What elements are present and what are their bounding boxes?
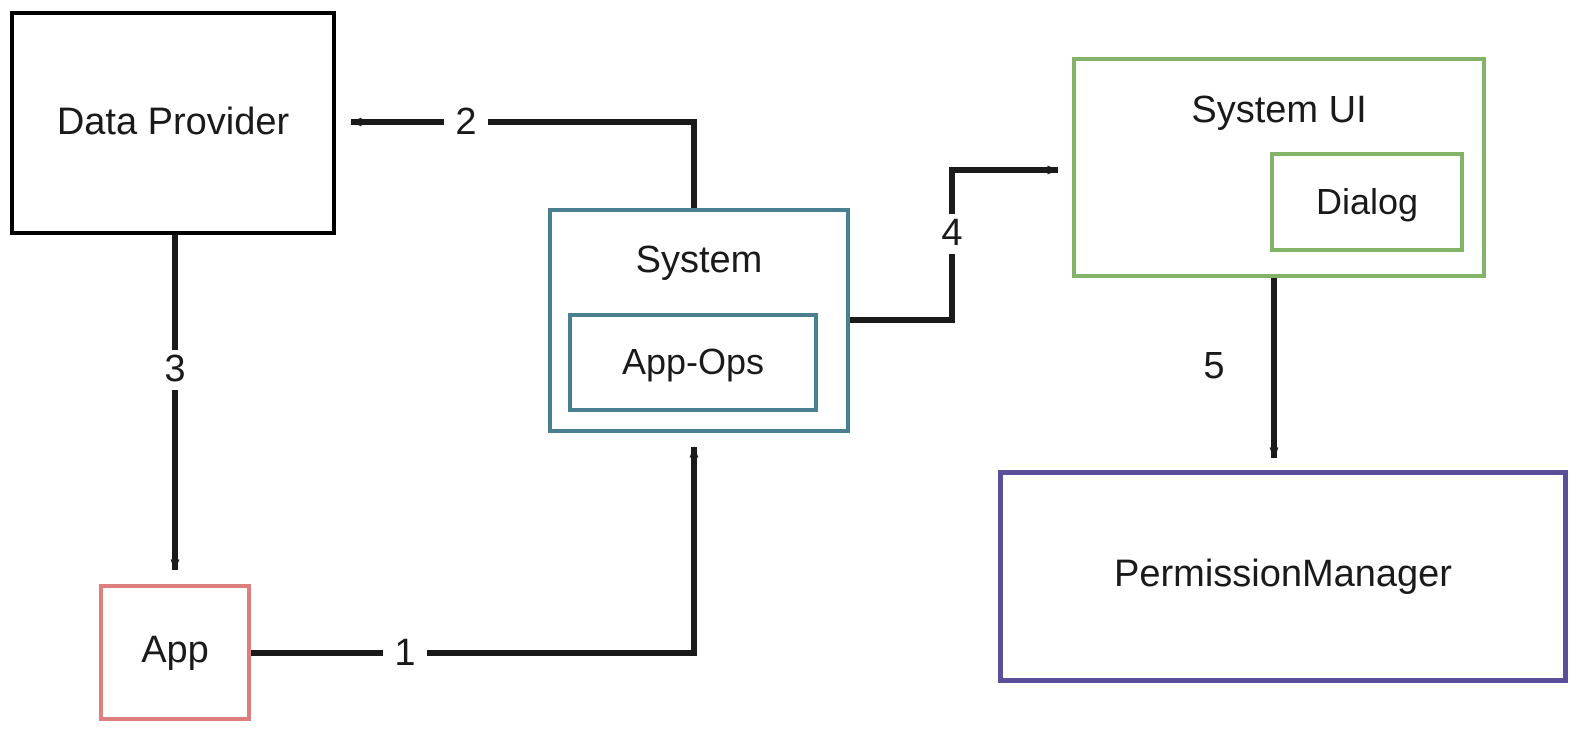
connector-label-5: 5 xyxy=(1190,347,1238,387)
node-app-ops[interactable] xyxy=(568,313,818,412)
connector-label-1: 1 xyxy=(383,634,427,674)
node-label-app: App xyxy=(141,629,209,671)
connector-label-4: 4 xyxy=(930,214,974,254)
connector-1 xyxy=(251,446,699,656)
connector-label-3: 3 xyxy=(153,350,197,390)
connector-label-2: 2 xyxy=(444,103,488,143)
node-label-system: System xyxy=(635,239,763,281)
node-label-dialog: Dialog xyxy=(1315,181,1419,222)
node-permission-manager[interactable] xyxy=(998,470,1568,683)
node-app[interactable] xyxy=(99,584,251,721)
node-label-app-ops: App-Ops xyxy=(621,341,765,382)
node-dialog[interactable] xyxy=(1270,152,1464,252)
node-data-provider[interactable] xyxy=(10,11,336,235)
node-label-permission-manager: PermissionManager xyxy=(1114,553,1452,595)
connector-2 xyxy=(350,117,697,208)
node-label-data-provider: Data Provider xyxy=(56,101,290,143)
node-label-system-ui: System UI xyxy=(1191,89,1367,131)
